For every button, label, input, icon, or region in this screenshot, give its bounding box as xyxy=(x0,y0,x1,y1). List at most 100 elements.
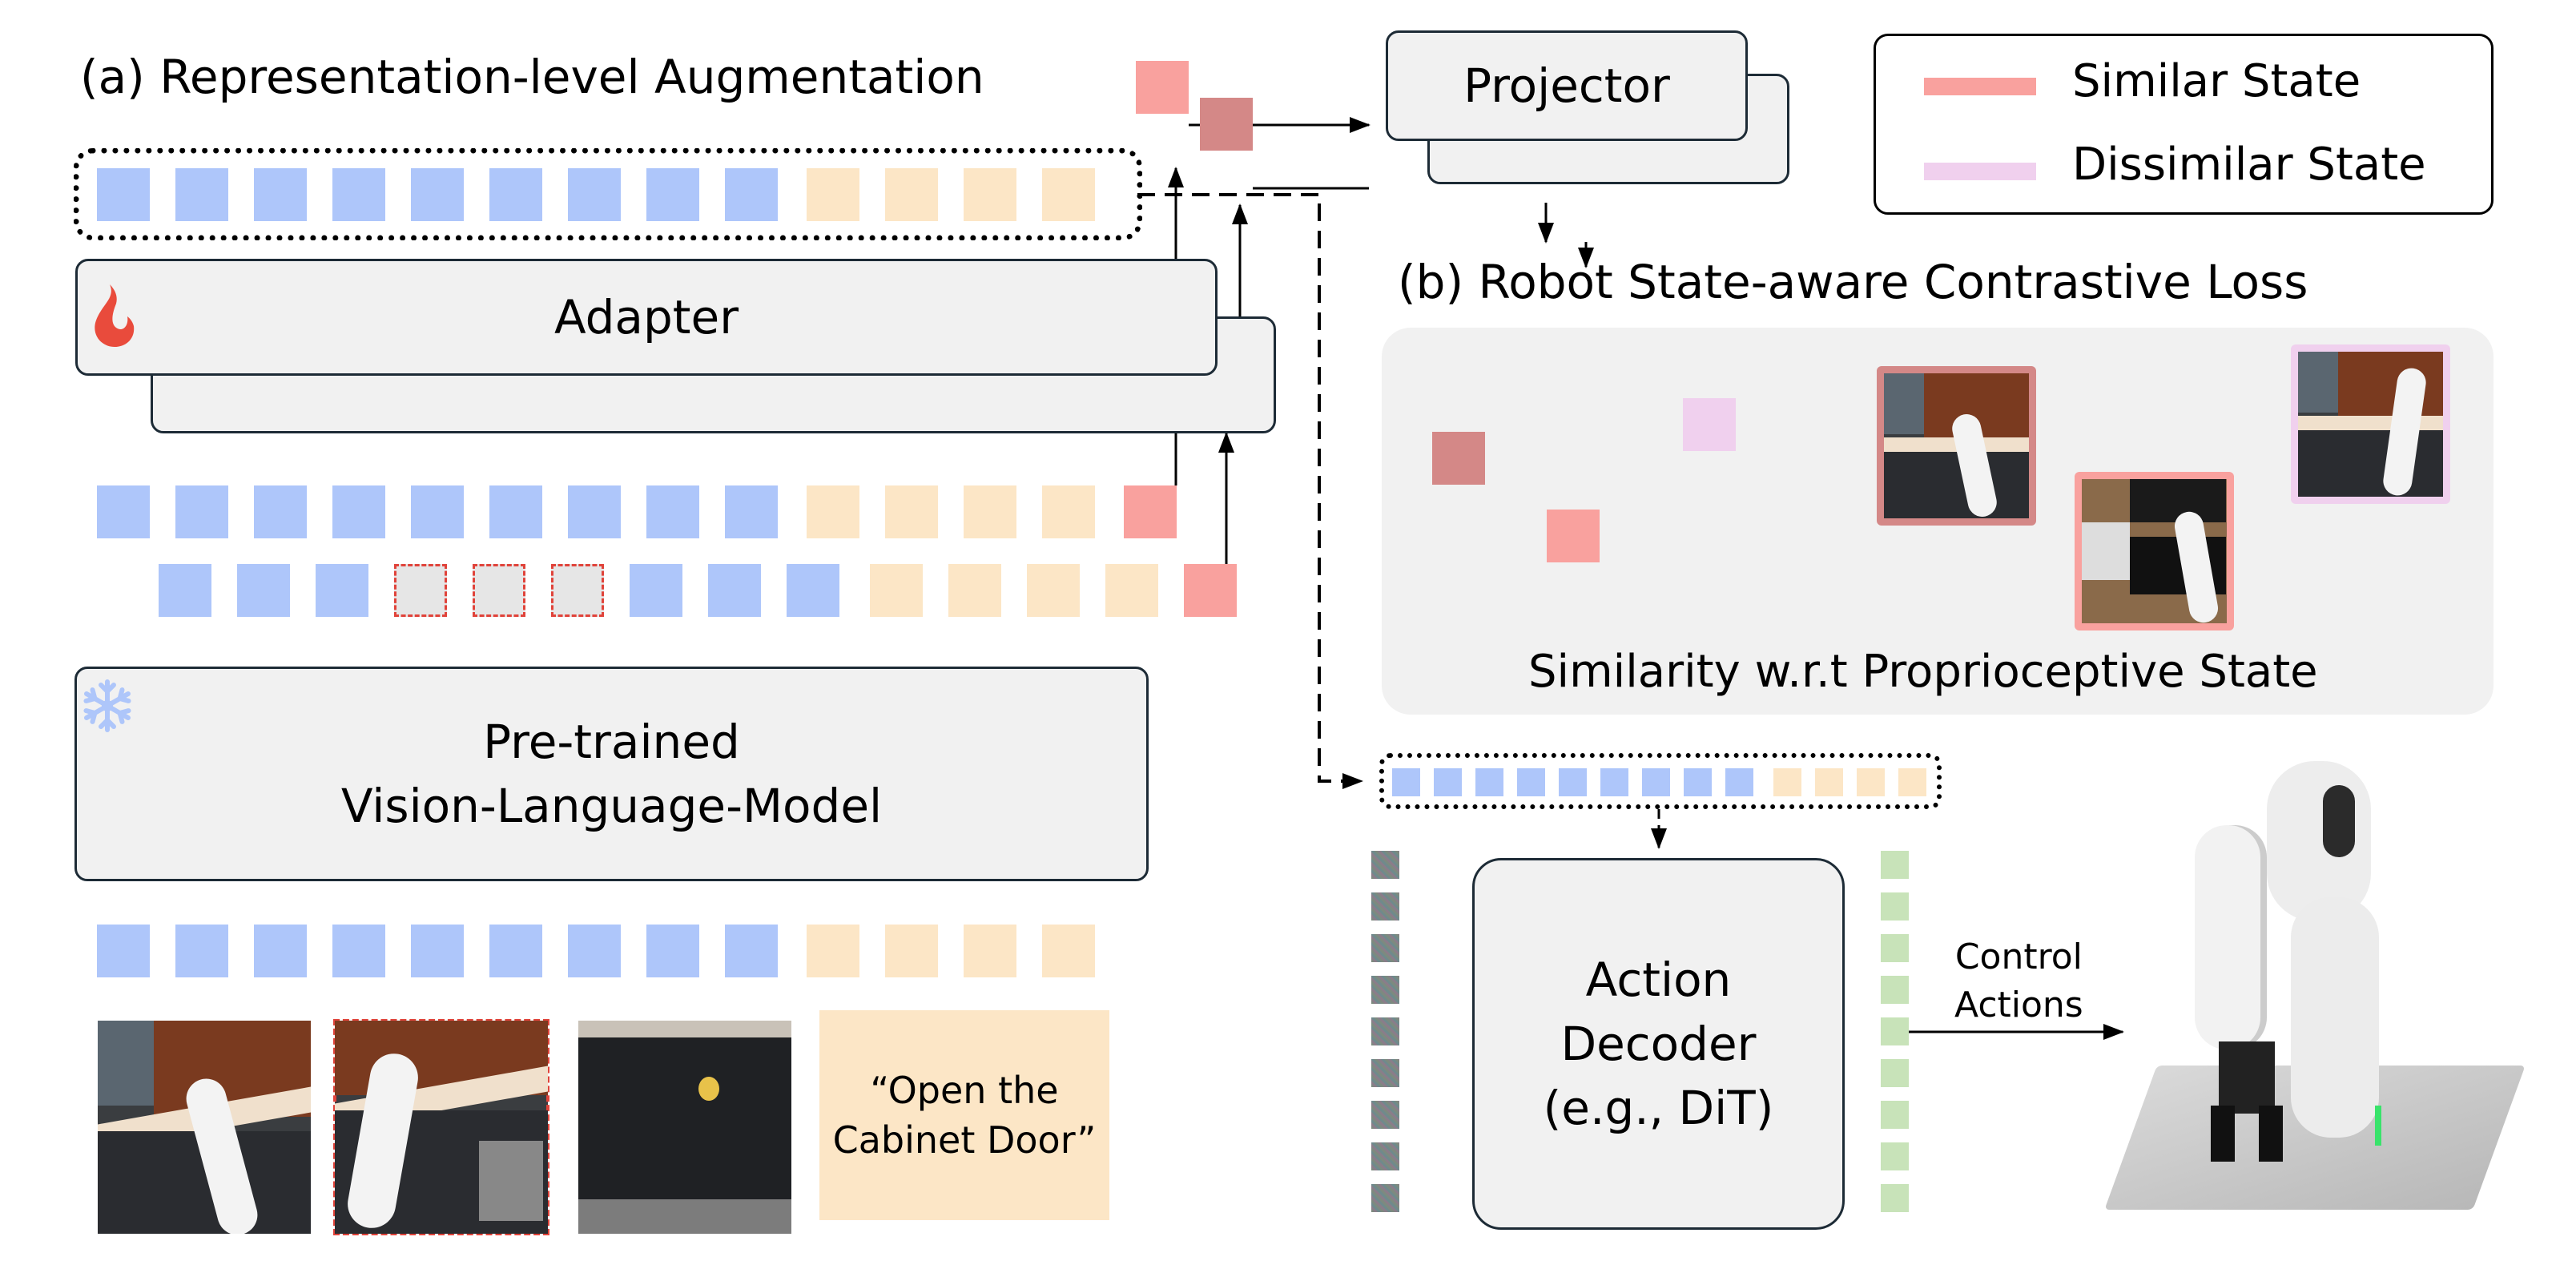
vision-token xyxy=(254,168,307,221)
language-token xyxy=(885,925,938,977)
instruction-line2: Cabinet Door” xyxy=(832,1118,1097,1162)
masked-token xyxy=(551,564,604,617)
anchor-frame xyxy=(1877,366,2036,526)
vision-token xyxy=(411,168,464,221)
vision-token xyxy=(646,168,699,221)
contrastive-caption: Similarity w.r.t Proprioceptive State xyxy=(1528,646,2318,698)
vision-token xyxy=(568,925,621,977)
vision-token xyxy=(489,485,542,538)
dashed-path-to-decoder xyxy=(1137,193,1363,789)
vision-token xyxy=(489,168,542,221)
vision-token xyxy=(175,168,228,221)
action-token xyxy=(1881,1101,1909,1129)
anchor-embedding xyxy=(1432,432,1485,485)
input-image-3 xyxy=(578,1021,791,1234)
legend-label-dissimilar: Dissimilar State xyxy=(2072,139,2426,191)
noise-token xyxy=(1371,892,1399,921)
vision-token xyxy=(489,925,542,977)
vision-token xyxy=(1600,768,1628,796)
language-token xyxy=(807,168,859,221)
action-token xyxy=(1881,934,1909,962)
dissimilar-frame xyxy=(2291,344,2450,504)
snowflake-icon xyxy=(82,679,133,734)
action-token xyxy=(1881,1184,1909,1212)
adapter-output-group xyxy=(74,148,1142,240)
language-token xyxy=(1027,564,1080,617)
decoder-label-line2: Decoder xyxy=(1560,1017,1757,1071)
instruction-box: “Open the Cabinet Door” xyxy=(819,1010,1109,1220)
language-token xyxy=(1042,485,1095,538)
similar-frame xyxy=(2075,472,2234,630)
action-token xyxy=(1881,976,1909,1004)
vision-token xyxy=(708,564,761,617)
vision-token xyxy=(568,168,621,221)
language-token xyxy=(807,925,859,977)
vision-token xyxy=(175,925,228,977)
vision-token xyxy=(1517,768,1545,796)
noise-token xyxy=(1371,1059,1399,1087)
language-token xyxy=(1042,168,1095,221)
control-label-line1: Control xyxy=(1954,937,2083,977)
language-token xyxy=(1105,564,1158,617)
projector-label: Projector xyxy=(1463,58,1670,113)
noise-token xyxy=(1371,1184,1399,1212)
vision-token xyxy=(159,564,211,617)
state-token xyxy=(1184,564,1237,617)
input-image-1 xyxy=(98,1021,311,1234)
vision-token xyxy=(1475,768,1503,796)
language-token xyxy=(870,564,923,617)
similar-embedding xyxy=(1547,510,1600,562)
language-token xyxy=(964,485,1016,538)
vision-token xyxy=(1559,768,1587,796)
vision-token xyxy=(316,564,368,617)
adapter-label: Adapter xyxy=(553,290,739,344)
language-token xyxy=(807,485,859,538)
vision-token xyxy=(254,485,307,538)
vision-token xyxy=(332,485,385,538)
legend: Similar State Dissimilar State xyxy=(1874,34,2493,215)
instruction-line1: “Open the xyxy=(870,1069,1059,1112)
vision-token xyxy=(646,925,699,977)
vision-token xyxy=(787,564,839,617)
flame-icon xyxy=(95,284,135,347)
noise-token xyxy=(1371,1017,1399,1045)
state-embedding-token xyxy=(1136,61,1189,114)
augmented-state-embedding-token xyxy=(1200,98,1253,151)
vision-token xyxy=(1725,768,1753,796)
language-token xyxy=(948,564,1001,617)
vision-token xyxy=(630,564,682,617)
vision-token xyxy=(97,485,150,538)
vlm-box: Pre-trained Vision-Language-Model xyxy=(74,667,1149,881)
language-token xyxy=(964,925,1016,977)
action-token xyxy=(1881,1017,1909,1045)
control-label-line2: Actions xyxy=(1954,985,2083,1025)
vision-token xyxy=(332,168,385,221)
language-token xyxy=(1773,768,1801,796)
section-b-title: (b) Robot State-aware Contrastive Loss xyxy=(1398,255,2308,309)
decoder-condition-group xyxy=(1379,753,1942,809)
action-token xyxy=(1881,851,1909,879)
vision-token xyxy=(411,485,464,538)
vision-token xyxy=(237,564,290,617)
language-token xyxy=(964,168,1016,221)
noise-token xyxy=(1371,851,1399,879)
language-token xyxy=(885,168,938,221)
real-robot-photo xyxy=(2104,753,2526,1234)
noise-token xyxy=(1371,976,1399,1004)
noise-token xyxy=(1371,1142,1399,1170)
vision-token xyxy=(411,925,464,977)
vision-token xyxy=(568,485,621,538)
section-a-title: (a) Representation-level Augmentation xyxy=(80,50,984,104)
language-token xyxy=(1898,768,1926,796)
vision-token xyxy=(175,485,228,538)
noise-token xyxy=(1371,934,1399,962)
action-token xyxy=(1881,1059,1909,1087)
language-token xyxy=(1042,925,1095,977)
vision-token xyxy=(97,925,150,977)
vision-token xyxy=(332,925,385,977)
language-token xyxy=(1815,768,1843,796)
vision-token xyxy=(1434,768,1462,796)
projector-box: Projector xyxy=(1386,30,1748,141)
vision-token xyxy=(254,925,307,977)
masked-token xyxy=(473,564,525,617)
